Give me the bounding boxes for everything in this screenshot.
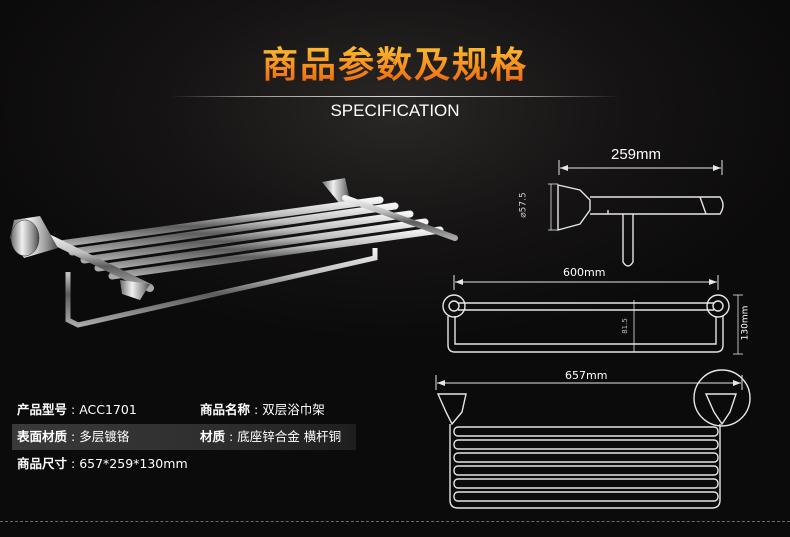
spec-material-value: 底座锌合金 横杆铜 <box>237 429 342 444</box>
spec-separator: : <box>250 402 263 417</box>
spec-separator: : <box>67 456 80 471</box>
front-view-drawing <box>442 275 743 355</box>
spec-name: 商品名称 : 双层浴巾架 <box>200 398 325 422</box>
side-view-drawing <box>548 160 724 267</box>
spec-model-value: ACC1701 <box>79 402 137 417</box>
page-subtitle: SPECIFICATION <box>330 101 460 120</box>
spec-separator: : <box>67 429 80 444</box>
spec-size-value: 657*259*130mm <box>79 456 188 471</box>
spec-separator: : <box>225 429 238 444</box>
top-width-label: 657mm <box>565 369 608 382</box>
spec-surface-value: 多层镀铬 <box>79 429 130 444</box>
spec-model-label: 产品型号 <box>17 402 68 417</box>
spec-name-value: 双层浴巾架 <box>262 402 325 417</box>
spec-highlight-band <box>12 424 356 450</box>
spec-name-label: 商品名称 <box>200 402 251 417</box>
side-diameter-label: ⌀57.5 <box>518 192 529 218</box>
spec-size-label: 商品尺寸 <box>17 456 68 471</box>
bottom-divider <box>0 521 790 522</box>
front-width-label: 600mm <box>563 266 606 279</box>
front-height-label: 130mm <box>740 305 751 341</box>
title-divider <box>170 96 620 97</box>
spec-surface-label: 表面材质 <box>17 429 68 444</box>
spec-material-label: 材质 <box>200 429 226 444</box>
top-view-drawing <box>435 369 751 509</box>
spec-separator: : <box>67 402 80 417</box>
product-image <box>10 178 458 328</box>
spec-material: 材质 : 底座锌合金 横杆铜 <box>200 425 341 449</box>
spec-model: 产品型号 : ACC1701 <box>17 398 137 422</box>
spec-size: 商品尺寸 : 657*259*130mm <box>17 452 188 476</box>
spec-surface: 表面材质 : 多层镀铬 <box>17 425 129 449</box>
front-inner-label: 81.5 <box>620 318 629 334</box>
side-width-label: 259mm <box>611 146 662 163</box>
page-title: 商品参数及规格 <box>0 36 790 88</box>
